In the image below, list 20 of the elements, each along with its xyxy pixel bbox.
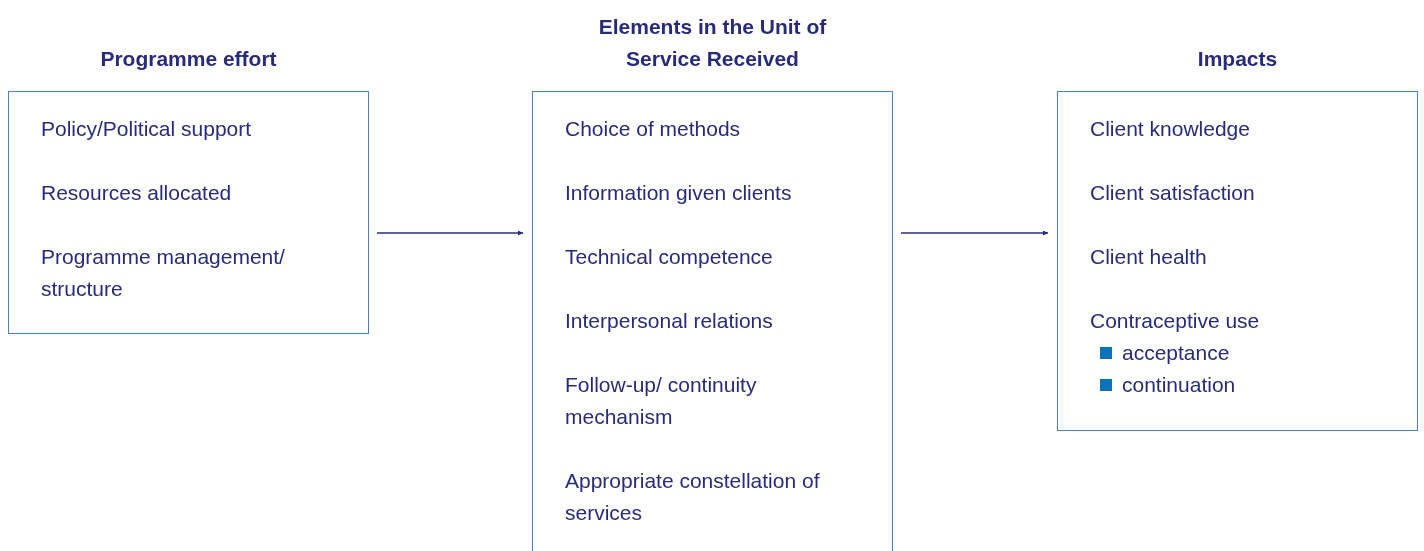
list-item: Contraceptive use: [1090, 308, 1261, 334]
list-item: acceptance: [1122, 340, 1230, 366]
arrow: [376, 230, 524, 236]
list-item: Resources allocated: [41, 180, 233, 206]
list-item: Client knowledge: [1090, 116, 1251, 142]
list-item: Programme management/ structure: [41, 244, 286, 302]
column-heading: Elements in the Unit of Service Received: [597, 14, 828, 72]
list-item: Follow-up/ continuity mechanism: [565, 372, 758, 430]
list-item: Interpersonal relations: [565, 308, 774, 334]
column-heading: Impacts: [1196, 46, 1279, 72]
list-item: Technical competence: [565, 244, 774, 270]
list-item: continuation: [1122, 372, 1236, 398]
list-item: Information given clients: [565, 180, 793, 206]
list-item: Appropriate constellation of services: [565, 468, 821, 526]
arrow: [900, 230, 1049, 236]
list-item: Policy/Political support: [41, 116, 253, 142]
column-heading: Programme effort: [99, 46, 278, 72]
list-item: Choice of methods: [565, 116, 742, 142]
list-item: Client health: [1090, 244, 1208, 270]
list-item: Client satisfaction: [1090, 180, 1256, 206]
